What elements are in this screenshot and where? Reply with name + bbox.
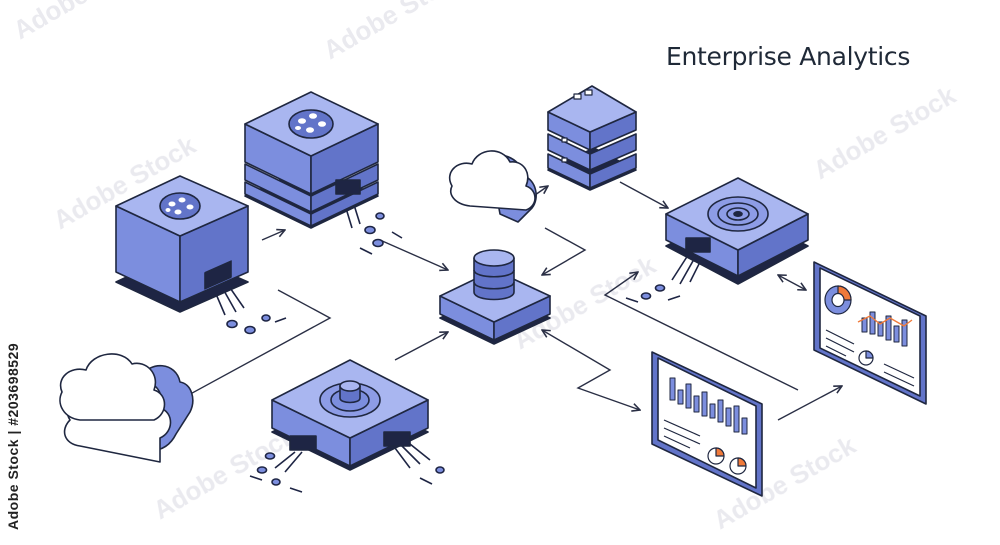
knob-icon	[319, 380, 381, 418]
mini-donut	[858, 350, 874, 366]
arrow-box-to-cloud	[172, 289, 332, 404]
port-icon-left	[289, 435, 317, 451]
flow-from-unit-left	[249, 451, 303, 493]
port-icon	[204, 260, 232, 290]
arrow-engine-loop	[603, 272, 799, 391]
pie-chart-icon	[824, 285, 852, 315]
central-database	[439, 249, 551, 345]
text-lines	[663, 419, 701, 449]
arrow-rack-to-engine	[619, 181, 668, 208]
arrow-cloud-to-rack	[534, 186, 548, 196]
connectors	[172, 181, 842, 421]
data-source-box	[115, 175, 249, 313]
hub-icon	[159, 192, 201, 220]
arrow-db-to-dashboard	[542, 330, 640, 410]
stacked-server	[244, 91, 379, 229]
watermark-2: Adobe Stock	[318, 0, 471, 65]
flow-from-unit-right	[394, 443, 445, 485]
target-icon	[707, 196, 769, 232]
cloud-left-icon	[59, 353, 194, 463]
chart-icon	[669, 377, 748, 435]
cloud-top-icon	[448, 150, 537, 223]
port-icon-right	[383, 431, 411, 447]
dashboard-small	[651, 351, 763, 497]
arrow-cloud-to-db	[542, 227, 587, 275]
data-flow-particles	[209, 191, 707, 493]
processing-unit	[271, 359, 429, 471]
watermark-1: Adobe Stock	[8, 0, 161, 45]
arrow-unit-to-db	[394, 332, 448, 361]
arrow-stack-to-db	[379, 239, 448, 270]
rack-server	[547, 85, 637, 191]
port-icon	[335, 179, 361, 195]
arrow-box-to-stack	[261, 230, 285, 241]
watermark-3: Adobe Stock	[808, 79, 961, 185]
page-title: Enterprise Analytics	[666, 42, 911, 71]
hub-icon	[288, 109, 334, 139]
database-icon	[473, 249, 515, 301]
arrow-engine-to-bigscreen	[778, 275, 806, 290]
dashboard-large	[813, 261, 927, 405]
rack-icon	[561, 89, 593, 163]
arrow-smallscreen-to-bigscreen	[777, 386, 842, 421]
trend-line	[857, 315, 913, 327]
stock-credit: Adobe Stock | #203698529	[5, 342, 21, 530]
text-lines	[825, 329, 915, 387]
port-icon	[685, 237, 711, 253]
donut-icons	[707, 447, 747, 475]
analytics-engine	[665, 177, 809, 285]
